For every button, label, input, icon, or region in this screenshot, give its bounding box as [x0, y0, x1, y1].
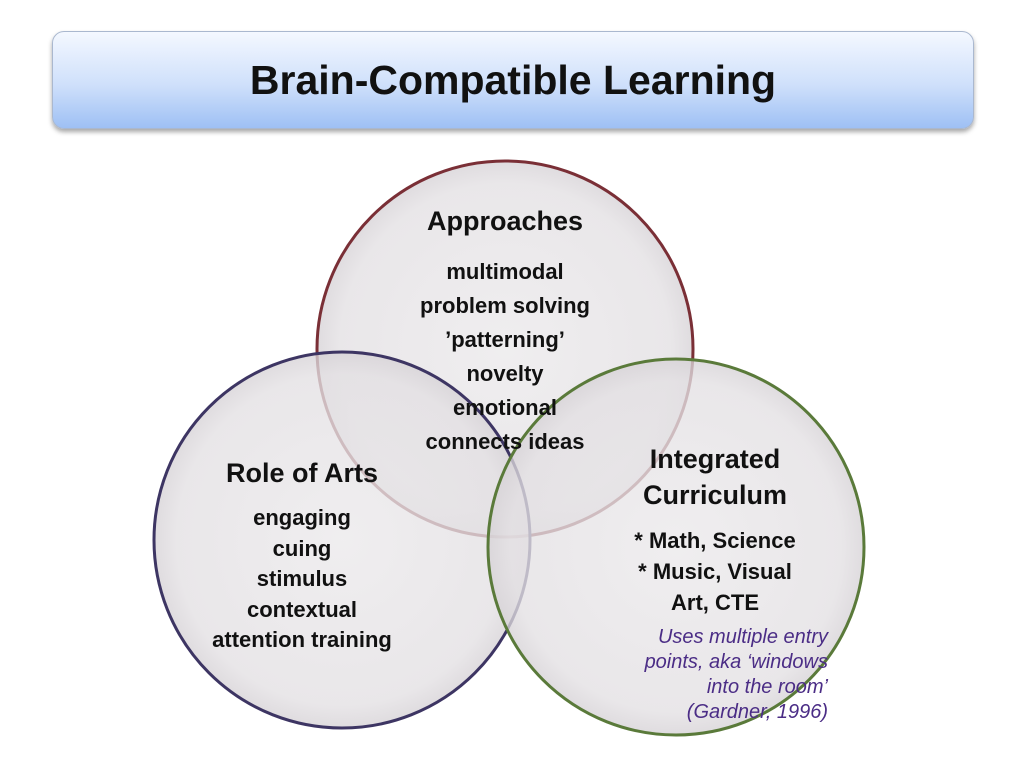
curriculum-item: Art, CTE: [671, 590, 759, 615]
curriculum-heading-line: Integrated: [649, 444, 781, 474]
curriculum-heading: Integrated Curriculum: [585, 441, 845, 513]
approaches-item: connects ideas: [425, 429, 585, 454]
circle-integrated-curriculum: [486, 357, 866, 737]
curriculum-item: * Math, Science: [634, 528, 796, 553]
arts-item: attention training: [212, 627, 392, 652]
curriculum-heading-line: Curriculum: [642, 480, 788, 510]
approaches-item: novelty: [466, 361, 544, 386]
approaches-item: multimodal: [446, 259, 564, 284]
arts-heading: Role of Arts: [225, 458, 378, 488]
quote-line: points, aka ‘windows: [644, 651, 828, 673]
approaches-heading: Approaches: [426, 206, 584, 236]
arts-list: engaging cuing stimulus contextual atten…: [172, 503, 432, 656]
curriculum-item: * Music, Visual: [638, 559, 792, 584]
title-banner: Brain-Compatible Learning: [52, 31, 974, 129]
arts-item: contextual: [246, 596, 358, 622]
approaches-item: emotional: [453, 395, 557, 420]
page-title: Brain-Compatible Learning: [249, 56, 777, 103]
curriculum-list: * Math, Science * Music, Visual Art, CTE: [585, 525, 845, 618]
quote-line: Uses multiple entry: [657, 626, 828, 648]
arts-group: Role of Arts engaging cuing stimulus con…: [172, 460, 432, 656]
arts-item: stimulus: [256, 566, 348, 591]
approaches-group: Approaches multimodal problem solving ’p…: [355, 208, 655, 459]
arts-item: engaging: [253, 505, 351, 530]
approaches-item: problem solving: [420, 293, 590, 318]
approaches-item: ’patterning’: [445, 327, 565, 352]
gardner-quote: Uses multiple entry points, aka ‘windows…: [580, 625, 828, 725]
quote-line: into the room’: [706, 676, 828, 698]
curriculum-group: Integrated Curriculum * Math, Science * …: [585, 441, 845, 618]
approaches-list: multimodal problem solving ’patterning’ …: [355, 255, 655, 459]
arts-item: cuing: [272, 535, 332, 561]
quote-line: (Gardner, 1996): [686, 701, 828, 723]
